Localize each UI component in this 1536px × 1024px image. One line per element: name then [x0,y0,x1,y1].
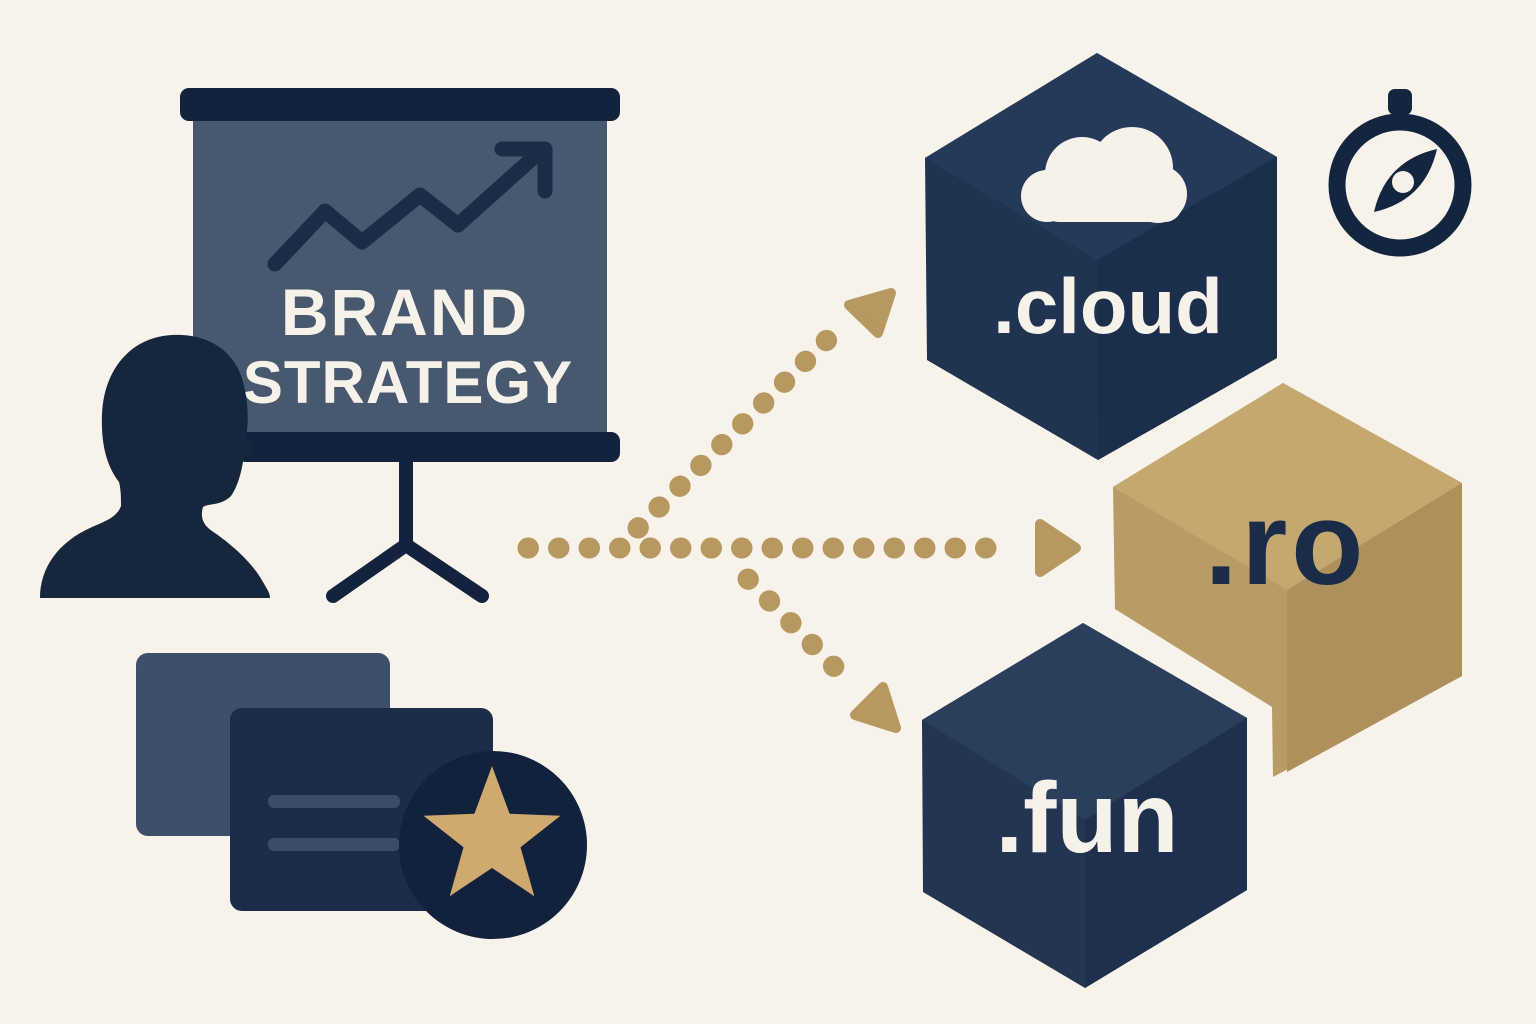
star-icon [423,766,561,897]
ro-box-top-face [1113,383,1462,590]
ro-domain-label: .ro [1205,478,1368,610]
cloud-domain-label: .cloud [993,262,1223,350]
arrow-to-fun [737,568,901,733]
arrowhead-up-right [844,288,896,338]
compass-icon [1328,89,1472,257]
arrowhead-down-right [850,682,901,733]
board-title-line1: BRAND [281,275,529,349]
board-bottom-bar [237,432,620,462]
board-title-line2: STRATEGY [243,349,573,416]
arrow-to-cloud [627,288,896,539]
stacked-cards [136,653,587,939]
fun-cube-right-face [1085,718,1247,988]
cloud-icon [1021,127,1187,223]
presentation-board: BRAND STRATEGY [180,88,620,603]
person-silhouette-icon [40,334,270,598]
arrowhead-right [1035,519,1081,577]
arrow-to-ro [517,519,1081,577]
trend-arrow-icon [267,141,553,272]
domain-box-cloud: .cloud [925,53,1277,460]
ro-box-right-face [1287,483,1462,772]
dotted-arrows [517,288,1081,733]
domain-box-fun: .fun [922,623,1247,988]
board-top-bar [180,88,620,121]
card-text-line [268,838,400,851]
compass-needle-pivot [1392,171,1414,193]
tripod-stand [326,451,489,603]
compass-ring [1328,113,1472,257]
compass-knob [1388,89,1412,115]
domain-box-ro: .ro [1113,383,1462,777]
fun-cube-top-face [922,623,1247,820]
cloud-cube-right-face [1097,157,1277,460]
fun-domain-label: .fun [995,762,1178,874]
card-text-line [268,795,400,808]
